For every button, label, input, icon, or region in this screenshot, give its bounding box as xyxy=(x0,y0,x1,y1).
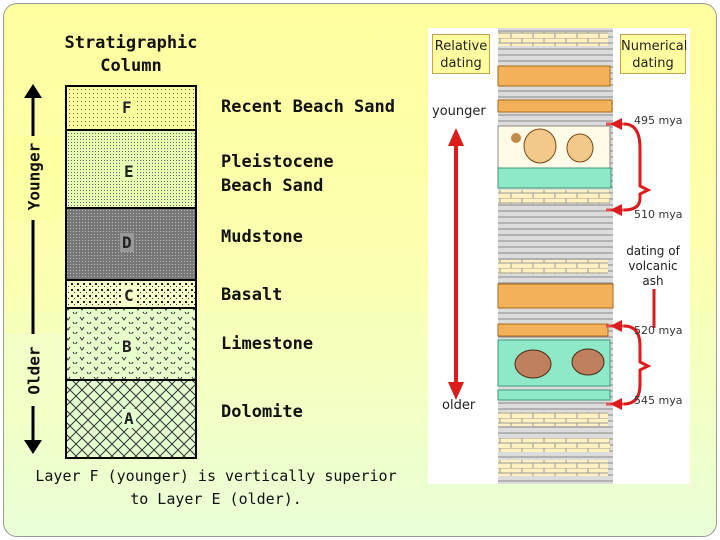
dating-illustration: Relative dating Numerical dating younger… xyxy=(428,28,690,484)
bracket-upper xyxy=(623,122,652,212)
axis-label-younger: Younger xyxy=(24,142,44,211)
layer-letter-d: D xyxy=(120,233,134,252)
arrow-down-icon xyxy=(24,440,42,454)
layer-letter-f: F xyxy=(120,98,134,117)
date-label-495: 495 mya xyxy=(634,114,683,127)
arrow-up-icon xyxy=(24,84,42,98)
layer-letter-b: B xyxy=(120,337,134,356)
slide: Stratigraphic Column Younger Older xyxy=(3,3,717,537)
date-label-520: 520 mya xyxy=(634,324,683,337)
pointer-icon xyxy=(610,320,622,332)
pointer-icon xyxy=(610,204,622,216)
arrow-down-icon xyxy=(448,382,464,400)
layer-name-a: Dolomite xyxy=(221,402,303,422)
numerical-dating-header: Numerical dating xyxy=(620,34,687,74)
layer-name-d: Mudstone xyxy=(221,227,303,247)
layer-letter-e: E xyxy=(122,162,136,181)
volcanic-ash-label: dating of volcanic ash xyxy=(616,244,690,289)
bracket-lower xyxy=(623,324,652,406)
relative-younger-label: younger xyxy=(432,104,486,119)
layer-name-e: Pleistocene Beach Sand xyxy=(221,152,334,196)
stratigraphic-column xyxy=(65,85,197,459)
layer-letter-a: A xyxy=(122,409,136,428)
layer-name-b: Limestone xyxy=(221,334,314,354)
relative-older-label: older xyxy=(442,398,476,413)
pointer-icon xyxy=(610,398,622,410)
axis-label-older: Older xyxy=(24,346,44,395)
rock-column-illustration xyxy=(448,28,656,484)
date-label-510: 510 mya xyxy=(634,208,683,221)
relative-dating-header: Relative dating xyxy=(432,34,490,74)
diagram-title: Stratigraphic Column xyxy=(64,33,198,76)
date-label-545: 545 mya xyxy=(634,394,683,407)
pointer-icon xyxy=(610,118,622,130)
caption: Layer F (younger) is vertically superior… xyxy=(35,467,397,508)
layer-letter-c: C xyxy=(122,286,136,305)
layer-name-c: Basalt xyxy=(221,285,283,305)
layer-name-f: Recent Beach Sand xyxy=(221,97,395,117)
arrow-up-icon xyxy=(448,128,464,146)
